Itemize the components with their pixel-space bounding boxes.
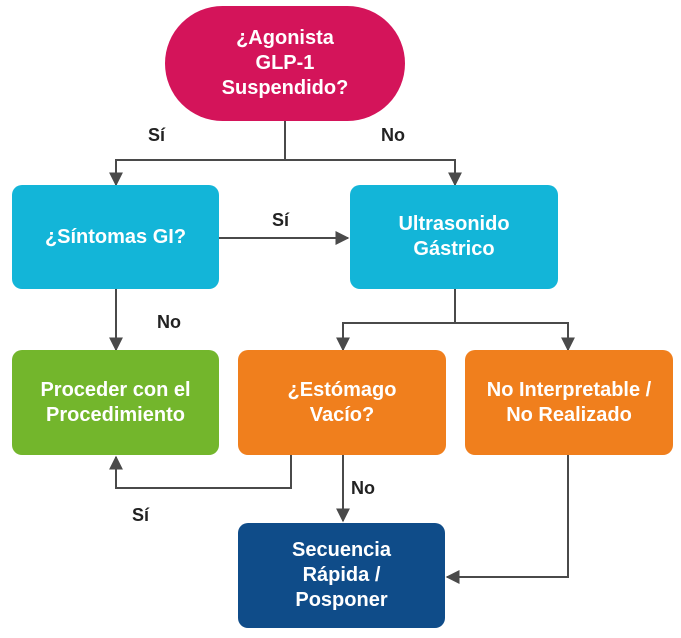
node-rapid-label: Secuencia Rápida / Posponer bbox=[292, 539, 391, 611]
node-not-interpretable: No Interpretable / No Realizado bbox=[465, 350, 673, 455]
node-notinterp-label: No Interpretable / No Realizado bbox=[486, 378, 652, 426]
label-glp1-no: No bbox=[381, 125, 405, 145]
edge-ultrasound-to-stomach bbox=[336, 322, 455, 352]
label-gi-no: No bbox=[157, 312, 181, 332]
edge-glp1-to-gi bbox=[109, 159, 285, 187]
node-ultrasound-label: Ultrasonido Gástrico bbox=[398, 213, 510, 260]
edge-notinterp-to-rapid bbox=[445, 455, 569, 584]
node-stomach-label: ¿Estómago Vacío? bbox=[287, 378, 397, 426]
node-gi-label: ¿Síntomas GI? bbox=[44, 225, 187, 248]
edge-glp1-to-ultrasound bbox=[285, 159, 462, 187]
node-proceed: Proceder con el Procedimiento bbox=[12, 350, 219, 455]
node-glp1-suspended: ¿Agonista GLP-1 Suspendido? bbox=[165, 6, 405, 121]
label-glp1-yes: Sí bbox=[148, 125, 166, 145]
node-rapid-sequence: Secuencia Rápida / Posponer bbox=[238, 523, 445, 628]
edge-ultrasound-to-notinterp bbox=[455, 322, 575, 352]
node-empty-stomach: ¿Estómago Vacío? bbox=[238, 350, 446, 455]
edge-stomach-to-proceed bbox=[109, 455, 292, 489]
node-proceed-label: Proceder con el Procedimiento bbox=[40, 378, 191, 426]
label-stomach-no: No bbox=[351, 478, 375, 498]
node-gastric-ultrasound: Ultrasonido Gástrico bbox=[350, 185, 558, 289]
label-stomach-yes: Sí bbox=[132, 505, 150, 525]
node-gi-symptoms: ¿Síntomas GI? bbox=[12, 185, 219, 289]
node-glp1-label: ¿Agonista GLP-1 Suspendido? bbox=[221, 27, 349, 99]
label-gi-yes: Sí bbox=[272, 210, 290, 230]
